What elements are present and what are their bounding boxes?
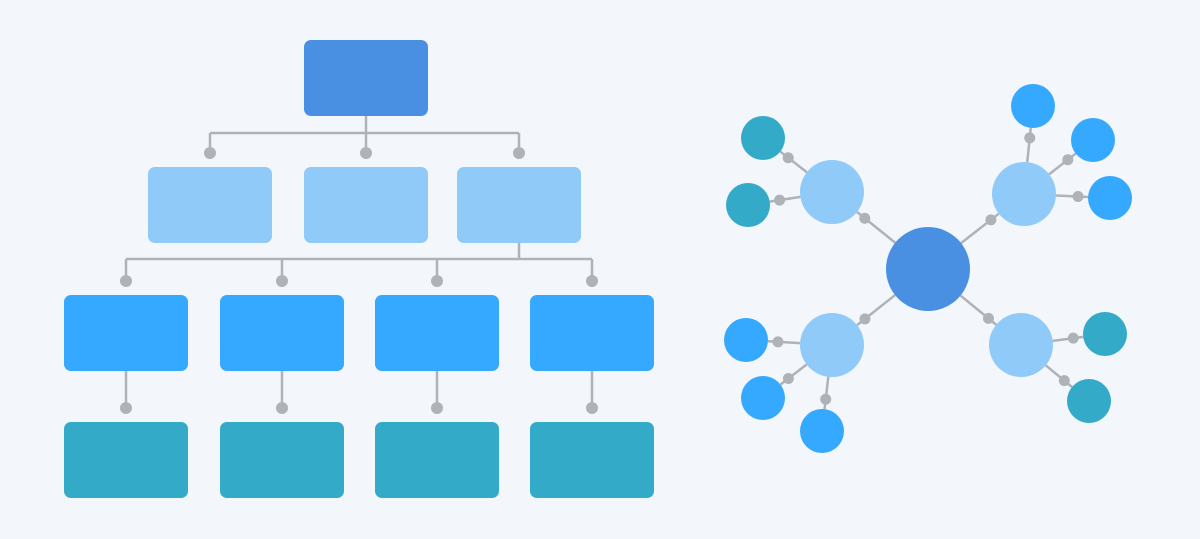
org-node-root	[304, 40, 428, 116]
connector-dot	[513, 147, 525, 159]
mind-map-branch-node	[992, 162, 1056, 226]
org-node-branch	[304, 167, 428, 243]
connector-dot	[431, 402, 443, 414]
mind-map-leaf-node	[1011, 84, 1055, 128]
mind-link-dot	[772, 336, 784, 348]
mind-map-leaf-node	[1088, 176, 1132, 220]
org-node-sub-branch	[220, 295, 344, 371]
mind-map-leaf-node	[1083, 312, 1127, 356]
org-node-leaf	[220, 422, 344, 498]
mind-link-dot	[982, 312, 994, 324]
mind-link-dot	[859, 313, 871, 325]
mind-map-leaf-node	[726, 183, 770, 227]
mind-link-dot	[1062, 154, 1074, 166]
mind-link-dot	[859, 212, 871, 224]
mind-link-dot	[1024, 132, 1036, 144]
mind-link-dot	[1058, 375, 1070, 387]
org-node-sub-branch	[64, 295, 188, 371]
mind-link-dot	[1067, 332, 1079, 344]
mind-map-branch-node	[800, 160, 864, 224]
mind-map-leaf-node	[1071, 118, 1115, 162]
org-node-branch	[148, 167, 272, 243]
org-node-leaf	[64, 422, 188, 498]
org-node-sub-branch	[375, 295, 499, 371]
mind-link-dot	[774, 194, 786, 206]
connector-dot	[276, 275, 288, 287]
org-node-branch	[457, 167, 581, 243]
connector-dot	[586, 275, 598, 287]
mind-map-leaf-node	[800, 409, 844, 453]
hierarchy-connectors	[120, 116, 598, 414]
org-node-leaf	[375, 422, 499, 498]
connector-dot	[276, 402, 288, 414]
mind-map-branch-node	[800, 313, 864, 377]
connector-dot	[431, 275, 443, 287]
org-node-sub-branch	[530, 295, 654, 371]
connector-dot	[204, 147, 216, 159]
hierarchy-nodes	[64, 40, 654, 498]
mind-map-leaf-node	[1067, 379, 1111, 423]
mind-link-dot	[985, 214, 997, 226]
mind-link-dot	[782, 152, 794, 164]
connector-dot	[120, 402, 132, 414]
mind-map-leaf-node	[741, 116, 785, 160]
mind-map-center-node	[886, 227, 970, 311]
mind-link-dot	[782, 373, 794, 385]
mind-map-connectors	[767, 127, 1089, 410]
connector-dot	[360, 147, 372, 159]
mind-map-nodes	[724, 84, 1132, 453]
mind-link-dot	[1072, 191, 1084, 203]
mind-map-leaf-node	[724, 318, 768, 362]
org-node-leaf	[530, 422, 654, 498]
mind-map-branch-node	[989, 313, 1053, 377]
connector-dot	[586, 402, 598, 414]
mind-link-dot	[820, 393, 832, 405]
mind-map-leaf-node	[741, 376, 785, 420]
connector-dot	[120, 275, 132, 287]
